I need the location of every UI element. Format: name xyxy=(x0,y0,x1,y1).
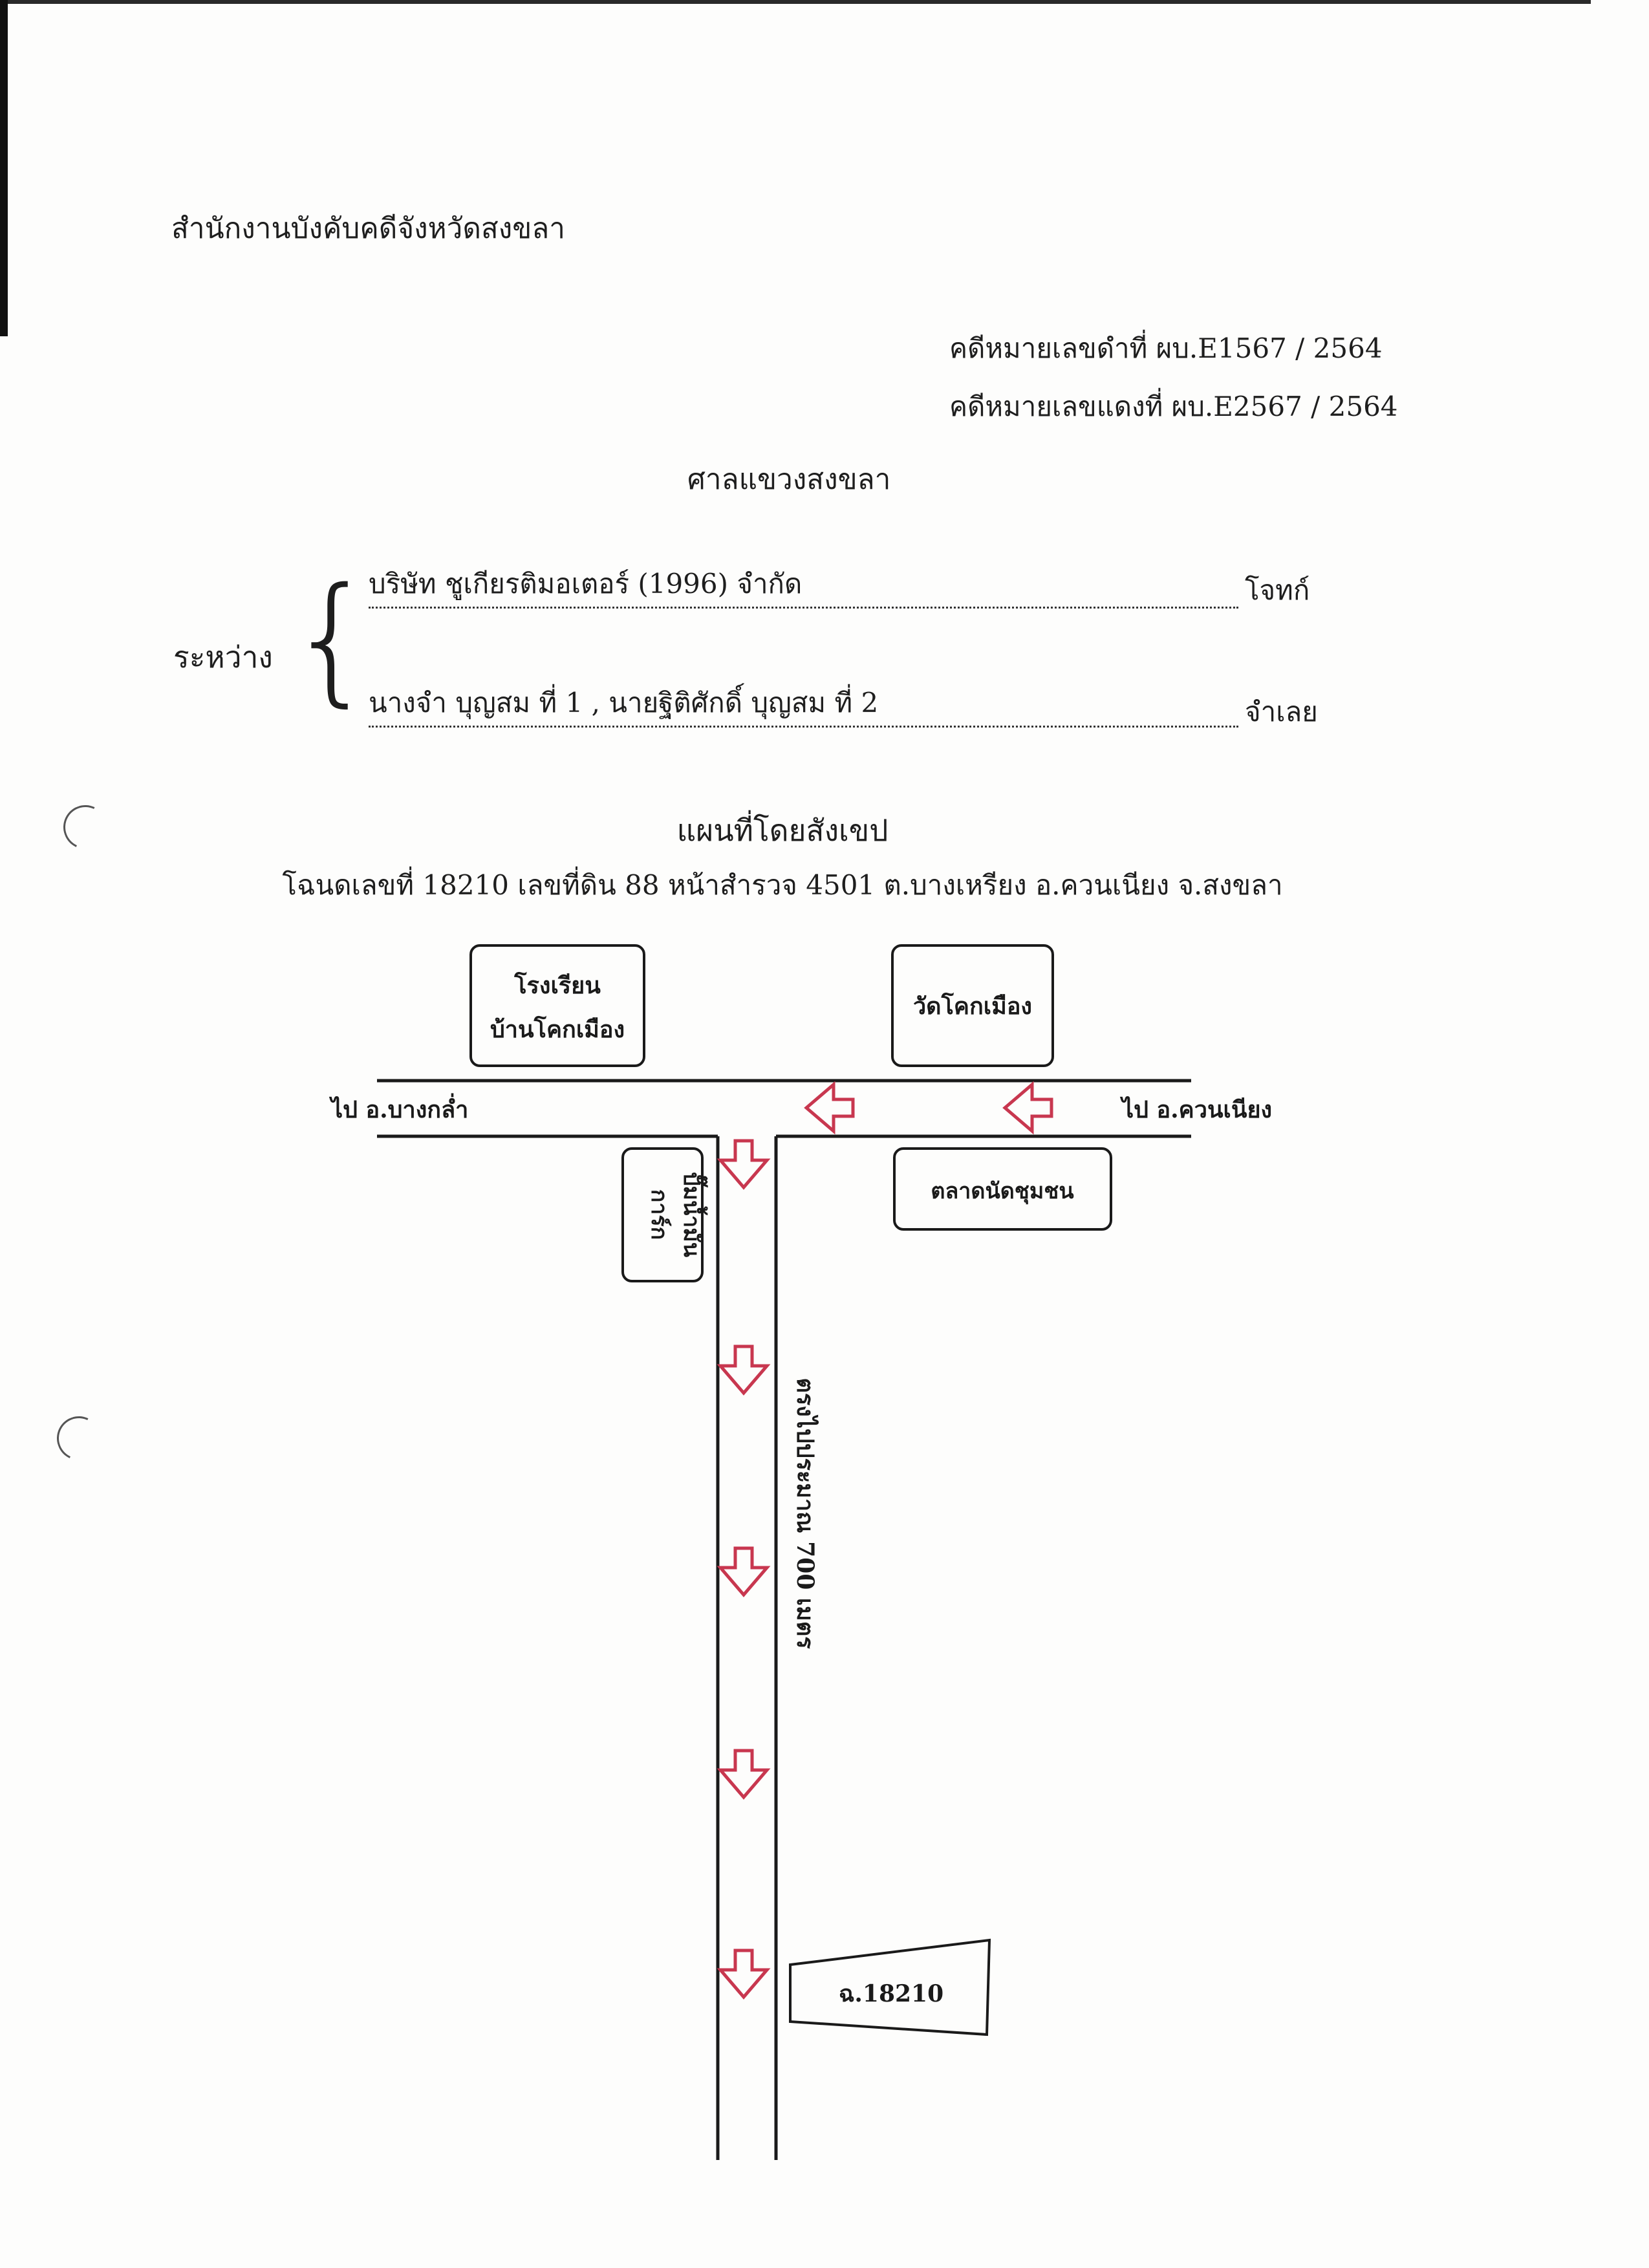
party-brace-icon: { xyxy=(288,557,376,720)
direction-khuanniang: ไป อ.ควนเนียง xyxy=(1119,1096,1272,1123)
black-case-number: คดีหมายเลขดำที่ ผบ.E1567 / 2564 xyxy=(949,332,1383,364)
school-box xyxy=(469,944,645,1067)
market-box xyxy=(893,1147,1112,1231)
gas-station-box xyxy=(621,1147,704,1282)
map-title: แผนที่โดยสังเขป xyxy=(676,813,889,848)
deed-info: โฉนดเลขที่ 18210 เลขที่ดิน 88 หน้าสำรวจ … xyxy=(282,869,1283,901)
court-name: ศาลแขวงสงขลา xyxy=(687,463,891,496)
route-arrow-down-5 xyxy=(717,1949,771,2000)
distance-note: ตรงไปประมาณ 700 เมตร xyxy=(792,1377,819,1649)
plaintiff-line: บริษัท ชูเกียรติมอเตอร์ (1996) จำกัด xyxy=(369,568,1238,609)
route-arrow-down-3 xyxy=(717,1546,771,1597)
gas-station-label-2: การ์ก xyxy=(646,1189,672,1240)
scan-top-edge xyxy=(0,0,1591,4)
enforcement-office-name: สำนักงานบังคับคดีจังหวัดสงขลา xyxy=(171,212,565,245)
route-arrow-down-2 xyxy=(717,1345,771,1396)
market-label: ตลาดนัดชุมชน xyxy=(931,1178,1073,1205)
route-arrows xyxy=(717,1081,1053,2000)
plaintiff-role: โจทก์ xyxy=(1245,574,1310,606)
route-arrow-left-1 xyxy=(804,1081,855,1135)
defendant-line: นางจำ บุญสม ที่ 1 , นายฐิติศักดิ์ บุญสม … xyxy=(369,687,1238,728)
red-case-number: คดีหมายเลขแดงที่ ผบ.E2567 / 2564 xyxy=(949,391,1398,422)
gas-station-label-1: ปั๊มน้ำมัน xyxy=(678,1172,708,1257)
road-lines xyxy=(377,1079,1191,2160)
route-arrow-down-1 xyxy=(717,1139,771,1190)
defendant-names: นางจำ บุญสม ที่ 1 , นายฐิติศักดิ์ บุญสม … xyxy=(369,687,879,718)
plot-label: ฉ.18210 xyxy=(839,1980,943,2007)
plaintiff-name: บริษัท ชูเกียรติมอเตอร์ (1996) จำกัด xyxy=(369,568,803,599)
route-arrow-left-2 xyxy=(1002,1081,1053,1135)
temple-box xyxy=(891,944,1054,1067)
between-label: ระหว่าง xyxy=(173,640,273,675)
direction-bangklam: ไป อ.บางกล่ำ xyxy=(329,1093,468,1123)
defendant-role: จำเลย xyxy=(1245,696,1318,728)
school-label-1: โรงเรียน xyxy=(513,971,601,999)
route-arrow-down-4 xyxy=(717,1749,771,1800)
land-plot-shape xyxy=(789,1938,991,2036)
temple-label: วัดโคกเมือง xyxy=(913,992,1032,1020)
school-label-2: บ้านโคกเมือง xyxy=(490,1015,625,1043)
scan-binding-edge xyxy=(0,0,8,336)
